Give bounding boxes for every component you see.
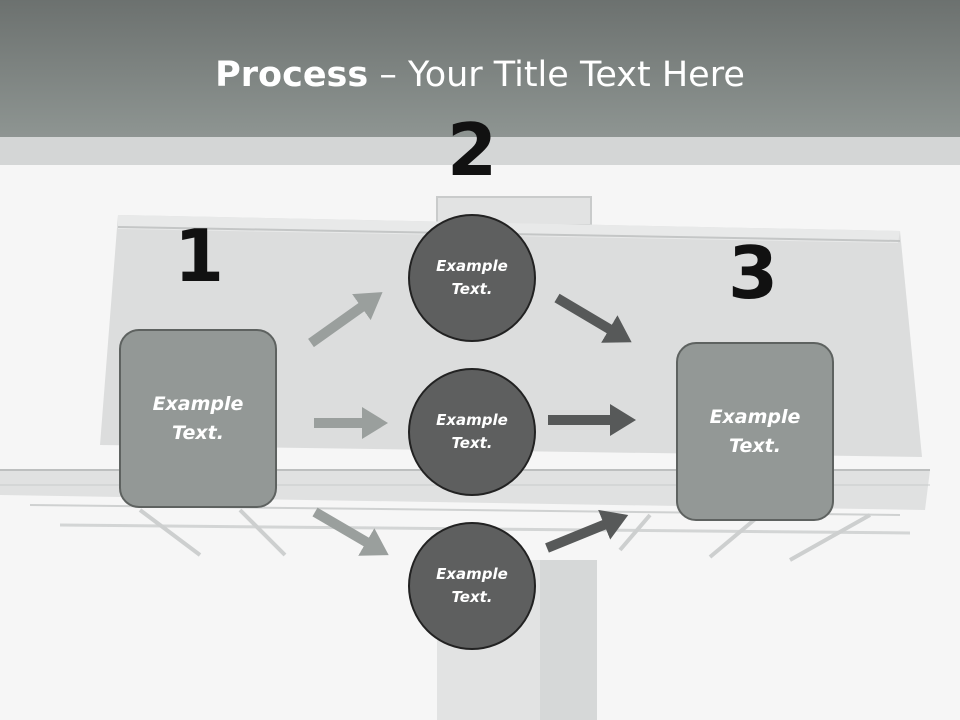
circle-top-text: Example Text. [436,257,508,298]
arrow-left-to-top [308,292,383,348]
step-3-box: Example Text. [676,342,834,521]
header-band [0,0,960,137]
arrow-left-to-bottom [312,507,389,556]
header-divider-strip [0,137,960,165]
step-1-text: Example Text. [152,392,244,444]
step-number-1: 1 [173,214,225,298]
step-2-circle-top: Example Text. [408,214,536,342]
circle-bottom-text: Example Text. [436,565,508,606]
arrow-bottom-to-right [545,509,629,553]
circle-middle-text: Example Text. [436,411,508,452]
title-rest-part: – Your Title Text Here [368,55,745,95]
title-bold-part: Process [215,55,369,95]
step-number-3: 3 [727,231,779,315]
step-2-circle-bottom: Example Text. [408,522,536,650]
step-3-text: Example Text. [709,405,801,457]
slide-title: Process – Your Title Text Here [0,52,960,98]
step-1-box: Example Text. [119,329,277,508]
arrow-top-to-right [554,293,632,343]
step-2-circle-middle: Example Text. [408,368,536,496]
step-number-2: 2 [446,108,498,192]
